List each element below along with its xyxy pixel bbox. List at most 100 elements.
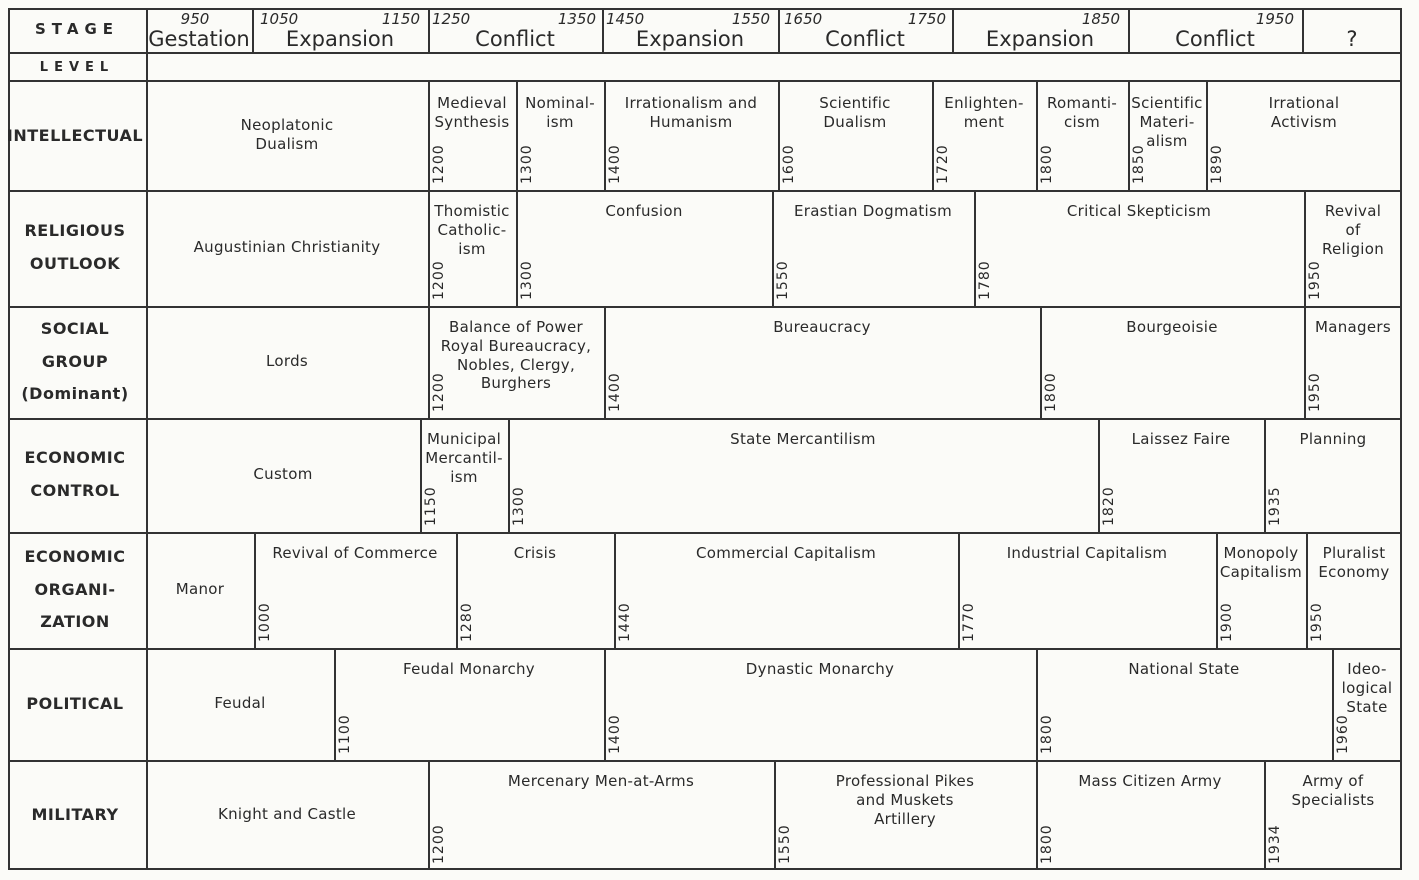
cell-divider <box>1206 82 1208 190</box>
cell-divider <box>1304 306 1306 418</box>
table-frame <box>8 8 1402 870</box>
row-divider <box>8 760 1402 762</box>
cell-start-year: 1100 <box>337 714 353 754</box>
cell-start-year: 1800 <box>1039 144 1055 184</box>
level-header-label: LEVEL <box>39 60 115 75</box>
cell-text: Manor <box>175 580 225 598</box>
cell-divider <box>1128 82 1130 190</box>
stage-divider <box>778 8 780 54</box>
stage-header-label: STAGE <box>34 20 120 38</box>
cell-start-year: 1935 <box>1267 486 1283 526</box>
cell-divider <box>516 190 518 306</box>
cell-text: National State <box>1128 660 1240 678</box>
row-divider <box>8 532 1402 534</box>
cell-divider <box>1264 760 1266 870</box>
cell-start-year: 1890 <box>1209 144 1225 184</box>
cell-text: Confusion <box>605 202 683 220</box>
header-divider <box>8 52 1402 54</box>
header-year: 1650 <box>784 10 823 28</box>
header-year: 1250 <box>432 10 471 28</box>
header-year: 1150 <box>381 10 420 28</box>
header-year: 1950 <box>1255 10 1294 28</box>
cell-start-year: 1800 <box>1043 372 1059 412</box>
cell-text: Ideo- logical State <box>1341 660 1393 716</box>
cell-start-year: 1200 <box>431 824 447 864</box>
row-divider <box>8 418 1402 420</box>
stage-name: Conflict <box>1175 27 1255 51</box>
cell-divider <box>778 82 780 190</box>
cell-text: Augustinian Christianity <box>193 238 381 256</box>
row-label: ECONOMIC ORGANI- ZATION <box>24 546 126 632</box>
cell-start-year: 1200 <box>431 260 447 300</box>
stage-name: ? <box>1346 27 1358 51</box>
cell-text: Municipal Mercantil- ism <box>425 430 503 486</box>
cell-text: Revival of Commerce <box>272 544 438 562</box>
cell-start-year: 1720 <box>935 144 951 184</box>
cell-start-year: 1000 <box>257 602 273 642</box>
cell-start-year: 1934 <box>1267 824 1283 864</box>
cell-start-year: 1850 <box>1131 144 1147 184</box>
cell-start-year: 1820 <box>1101 486 1117 526</box>
cell-start-year: 1550 <box>775 260 791 300</box>
cell-divider <box>456 532 458 648</box>
cell-text: Erastian Dogmatism <box>793 202 953 220</box>
cell-start-year: 1300 <box>511 486 527 526</box>
cell-text: Irrationalism and Humanism <box>624 94 758 131</box>
cell-text: Nominal- ism <box>525 94 595 131</box>
stage-name: Expansion <box>985 27 1095 51</box>
cell-divider <box>1332 648 1334 760</box>
row-label: SOCIAL GROUP (Dominant) <box>21 318 129 404</box>
cell-start-year: 1900 <box>1219 602 1235 642</box>
header-year: 950 <box>180 10 210 28</box>
cell-text: Critical Skepticism <box>1066 202 1212 220</box>
stage-divider <box>1302 8 1304 54</box>
stage-name: Gestation <box>148 27 250 51</box>
row-label: INTELLECTUAL <box>6 125 144 145</box>
cell-text: Bourgeoisie <box>1126 318 1218 336</box>
header-year: 1850 <box>1081 10 1120 28</box>
stage-divider <box>1128 8 1130 54</box>
cell-start-year: 1150 <box>423 486 439 526</box>
cell-divider <box>974 190 976 306</box>
cell-text: Industrial Capitalism <box>1006 544 1168 562</box>
cell-text: Bureaucracy <box>773 318 871 336</box>
cell-divider <box>1036 648 1038 760</box>
row-divider <box>8 648 1402 650</box>
cell-divider <box>1036 760 1038 870</box>
cell-text: Enlighten- ment <box>944 94 1024 131</box>
cell-start-year: 1200 <box>431 372 447 412</box>
cell-start-year: 1770 <box>961 602 977 642</box>
cell-divider <box>254 532 256 648</box>
cell-text: Scientific Dualism <box>819 94 891 131</box>
cell-divider <box>1216 532 1218 648</box>
cell-divider <box>334 648 336 760</box>
cell-divider <box>1040 306 1042 418</box>
cell-text: Thomistic Catholic- ism <box>434 202 510 258</box>
cell-divider <box>1264 418 1266 532</box>
header-year: 1050 <box>260 10 299 28</box>
cell-divider <box>604 82 606 190</box>
cell-start-year: 1600 <box>781 144 797 184</box>
cell-divider <box>774 760 776 870</box>
cell-text: Scientific Materi- alism <box>1131 94 1203 150</box>
cell-text: Mass Citizen Army <box>1078 772 1222 790</box>
cell-start-year: 1400 <box>607 144 623 184</box>
cell-start-year: 1950 <box>1309 602 1325 642</box>
stage-name: Conflict <box>475 27 555 51</box>
cell-divider <box>614 532 616 648</box>
cell-divider <box>604 306 606 418</box>
stage-name: Expansion <box>285 27 395 51</box>
cell-divider <box>1036 82 1038 190</box>
cell-text: Laissez Faire <box>1131 430 1231 448</box>
cell-text: Medieval Synthesis <box>434 94 510 131</box>
cell-start-year: 1800 <box>1039 824 1055 864</box>
cell-text: Neoplatonic Dualism <box>240 116 334 153</box>
cell-text: Romanti- cism <box>1046 94 1118 131</box>
cell-start-year: 1960 <box>1335 714 1351 754</box>
cell-start-year: 1200 <box>431 144 447 184</box>
row-label: RELIGIOUS OUTLOOK <box>24 221 126 273</box>
cell-start-year: 1550 <box>777 824 793 864</box>
cell-divider <box>428 190 430 306</box>
